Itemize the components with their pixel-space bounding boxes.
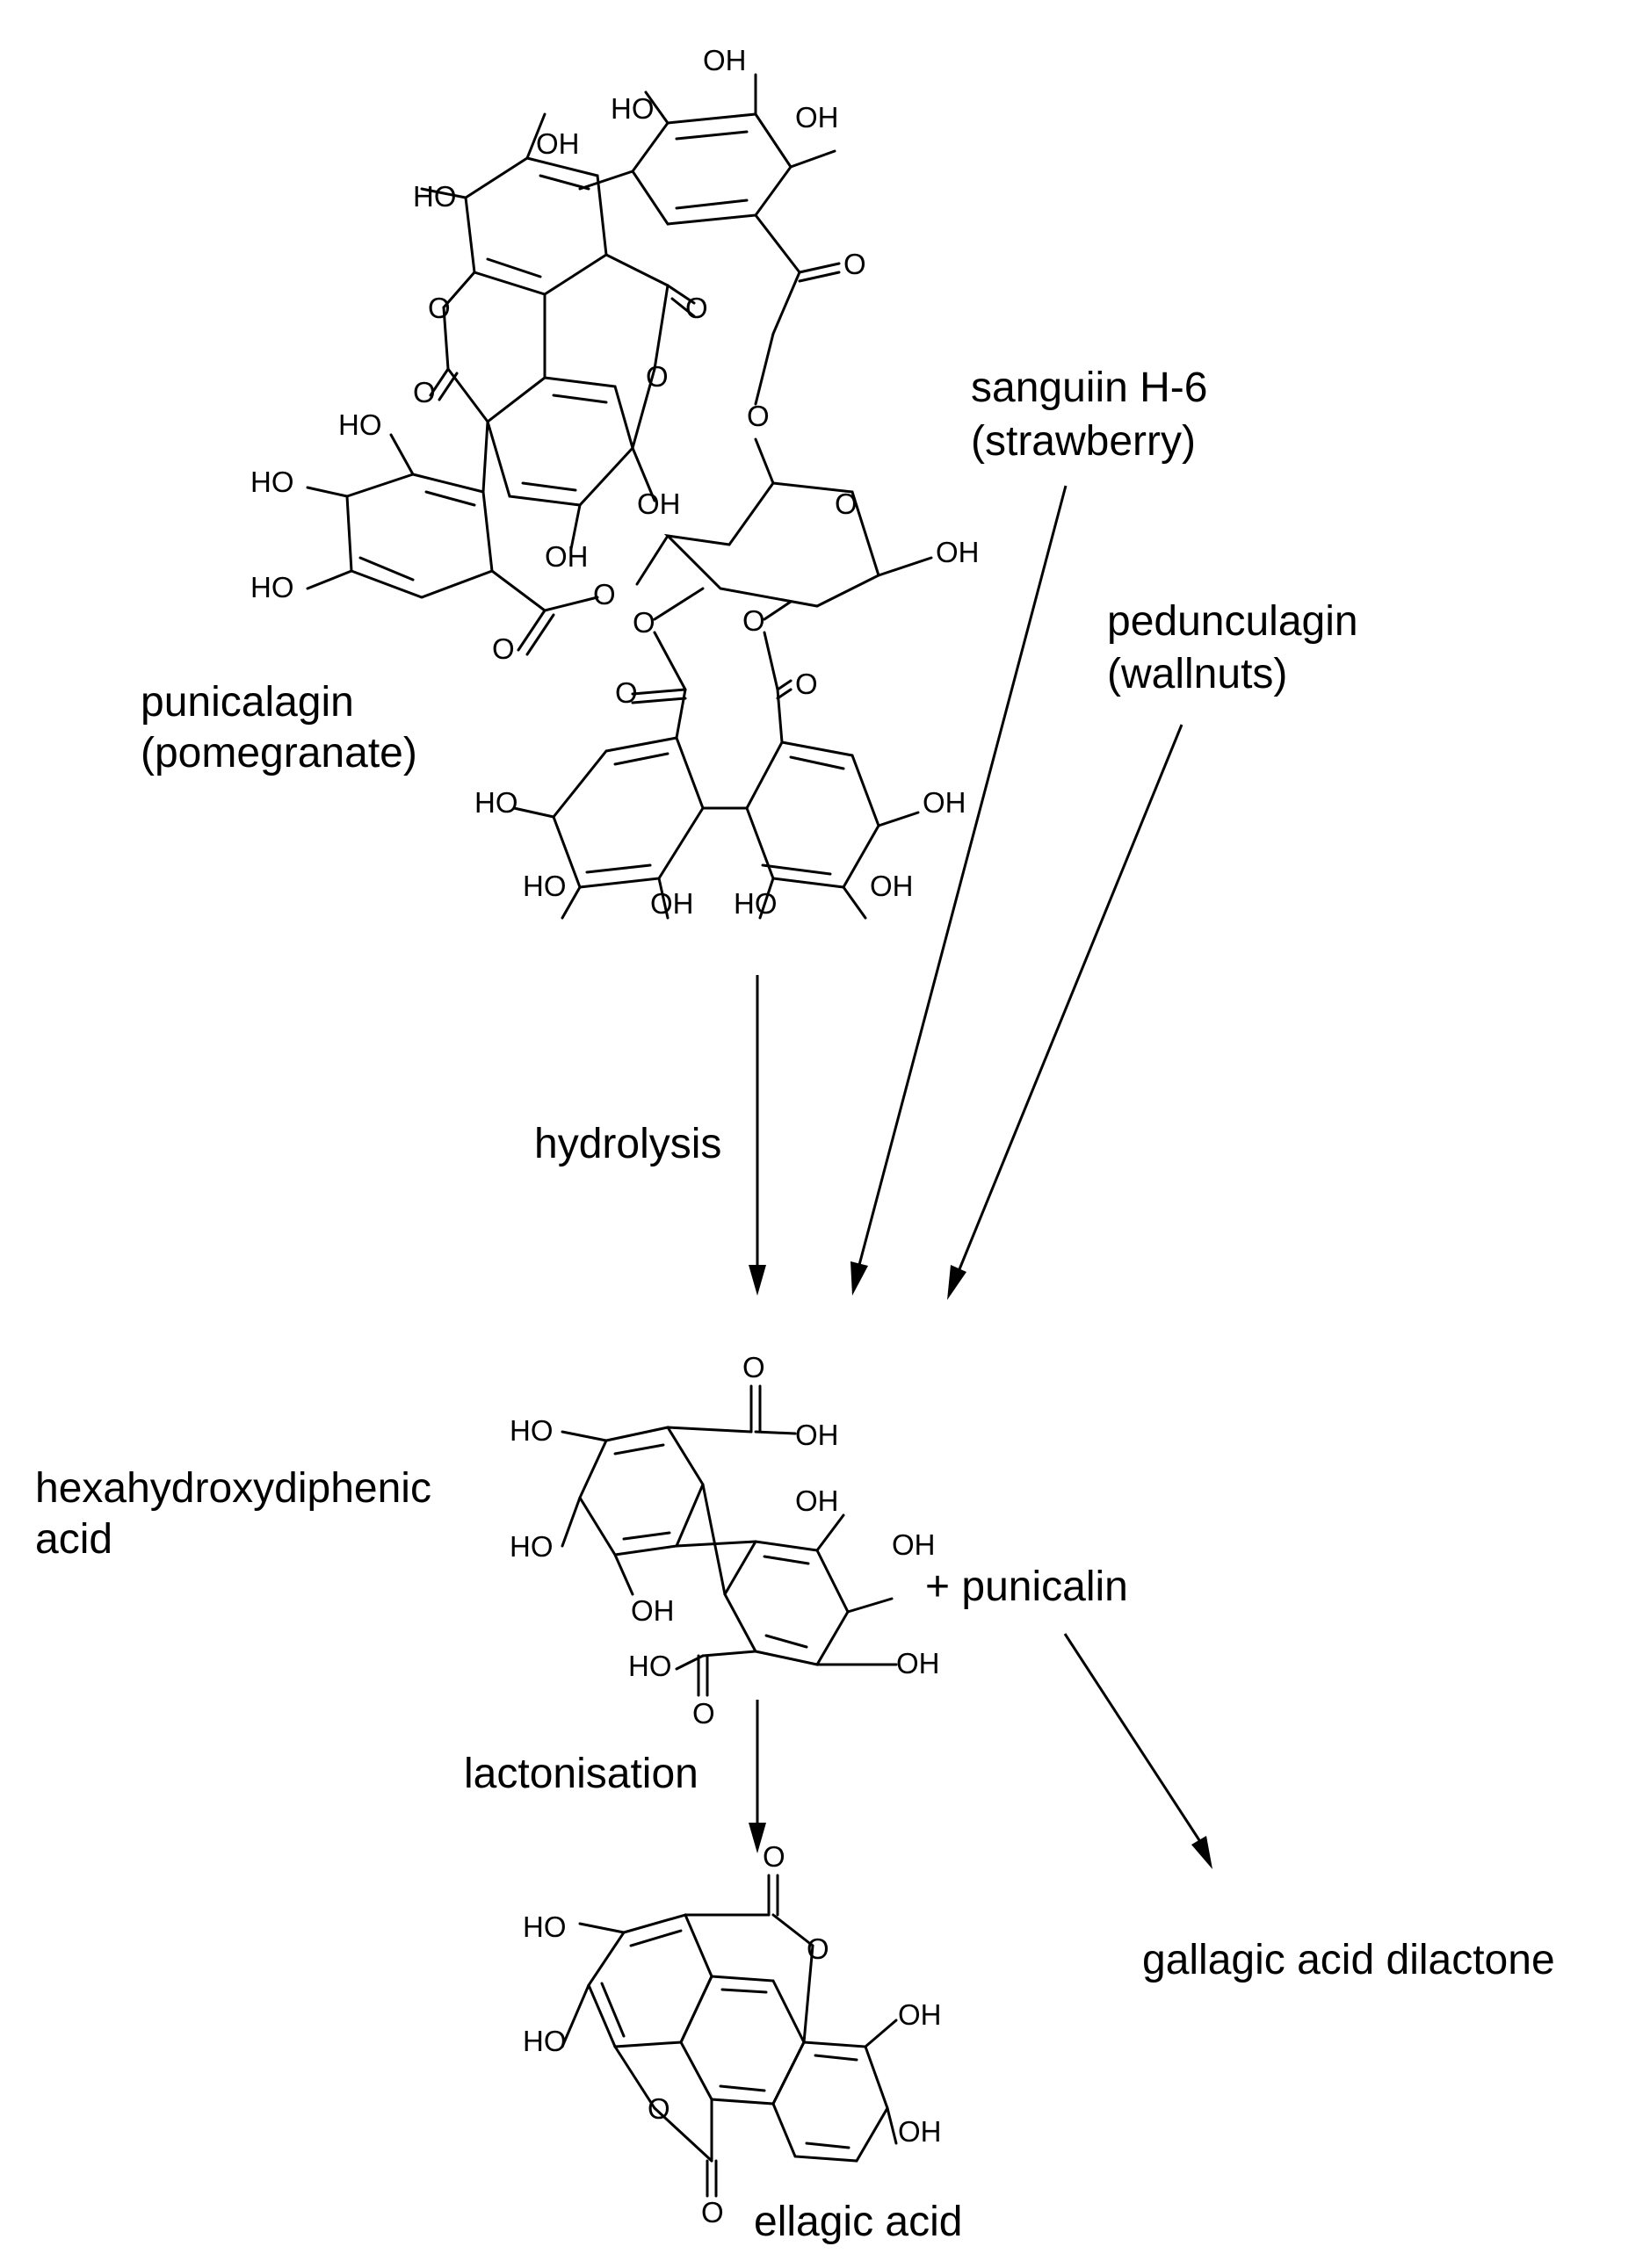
hydrolysis-label: hydrolysis (534, 1121, 721, 1167)
atom-label: OH (795, 1484, 839, 1517)
arrow-hydrolysis (749, 975, 766, 1296)
atom-label: OH (631, 1594, 675, 1627)
atom-label: HO (250, 466, 294, 498)
sanguiin-source: (strawberry) (971, 418, 1196, 465)
ellagic-label: ellagic acid (754, 2199, 962, 2245)
punicalagin-source: (pomegranate) (141, 730, 417, 776)
atom-label: OH (795, 101, 839, 134)
atom-label: HO (510, 1530, 554, 1563)
atom-label: O (413, 376, 436, 408)
gallagic-label: gallagic acid dilactone (1142, 1937, 1555, 1983)
atom-label: HO (611, 92, 655, 125)
atom-label: OH (936, 536, 980, 568)
atom-label: OH (536, 127, 580, 160)
arrow-pedunculagin (947, 724, 1183, 1300)
pedunculagin-label: pedunculagin (1107, 598, 1358, 645)
hhdp-label-2: acid (35, 1516, 112, 1563)
punicalin-label: + punicalin (925, 1564, 1128, 1610)
atom-label: OH (923, 786, 966, 819)
atom-label: HO (413, 180, 457, 213)
punicalagin-label: punicalagin (141, 679, 354, 726)
punicalagin-structure: OH HO OH OH HO O O O O O O HO HO OH O OH… (250, 44, 980, 920)
ellagic-acid-structure: O HO O OH HO O OH O (523, 1840, 942, 2228)
atom-label: HO (474, 786, 518, 819)
atom-label: OH (898, 1998, 942, 2031)
pedunculagin-source: (wallnuts) (1107, 651, 1287, 697)
atom-label: HO (734, 887, 778, 920)
atom-label: OH (795, 1419, 839, 1451)
atom-label: O (648, 2092, 670, 2125)
atom-label: O (835, 488, 858, 520)
atom-label: O (747, 400, 770, 432)
atom-label: HO (628, 1650, 672, 1682)
atom-label: OH (892, 1528, 936, 1561)
atom-label: O (692, 1697, 715, 1730)
atom-label: O (742, 604, 765, 637)
atom-label: HO (510, 1414, 554, 1447)
atom-label: HO (523, 2025, 567, 2057)
atom-label: HO (338, 408, 382, 441)
atom-label: O (428, 292, 451, 324)
atom-label: O (492, 632, 515, 665)
hexahydroxydiphenic-acid-structure: O OH HO OH OH HO OH OH HO O (510, 1351, 940, 1730)
atom-label: OH (870, 870, 914, 902)
sanguiin-label: sanguiin H-6 (971, 365, 1207, 411)
arrow-lactonisation (749, 1700, 766, 1853)
atom-label: O (646, 360, 669, 393)
atom-label: O (843, 248, 866, 280)
atom-label: OH (898, 2115, 942, 2148)
hhdp-label: hexahydroxydiphenic (35, 1465, 431, 1512)
arrow-sanguiin (850, 485, 1068, 1296)
atom-label: OH (637, 488, 681, 520)
atom-label: HO (250, 571, 294, 603)
atom-label: O (593, 578, 616, 610)
atom-label: HO (523, 1910, 567, 1943)
atom-label: O (742, 1351, 765, 1383)
atom-label: O (633, 606, 655, 639)
atom-label: OH (896, 1647, 940, 1679)
arrow-gallagic (1063, 1633, 1212, 1869)
atom-label: O (807, 1932, 829, 1965)
atom-label: O (685, 292, 708, 324)
atom-label: O (615, 676, 638, 709)
atom-label: O (701, 2196, 724, 2228)
atom-label: HO (523, 870, 567, 902)
atom-label: OH (545, 540, 589, 573)
atom-label: O (763, 1840, 785, 1873)
lactonisation-label: lactonisation (464, 1751, 698, 1797)
atom-label: OH (703, 44, 747, 76)
atom-label: O (795, 668, 818, 700)
atom-label: OH (650, 887, 694, 920)
